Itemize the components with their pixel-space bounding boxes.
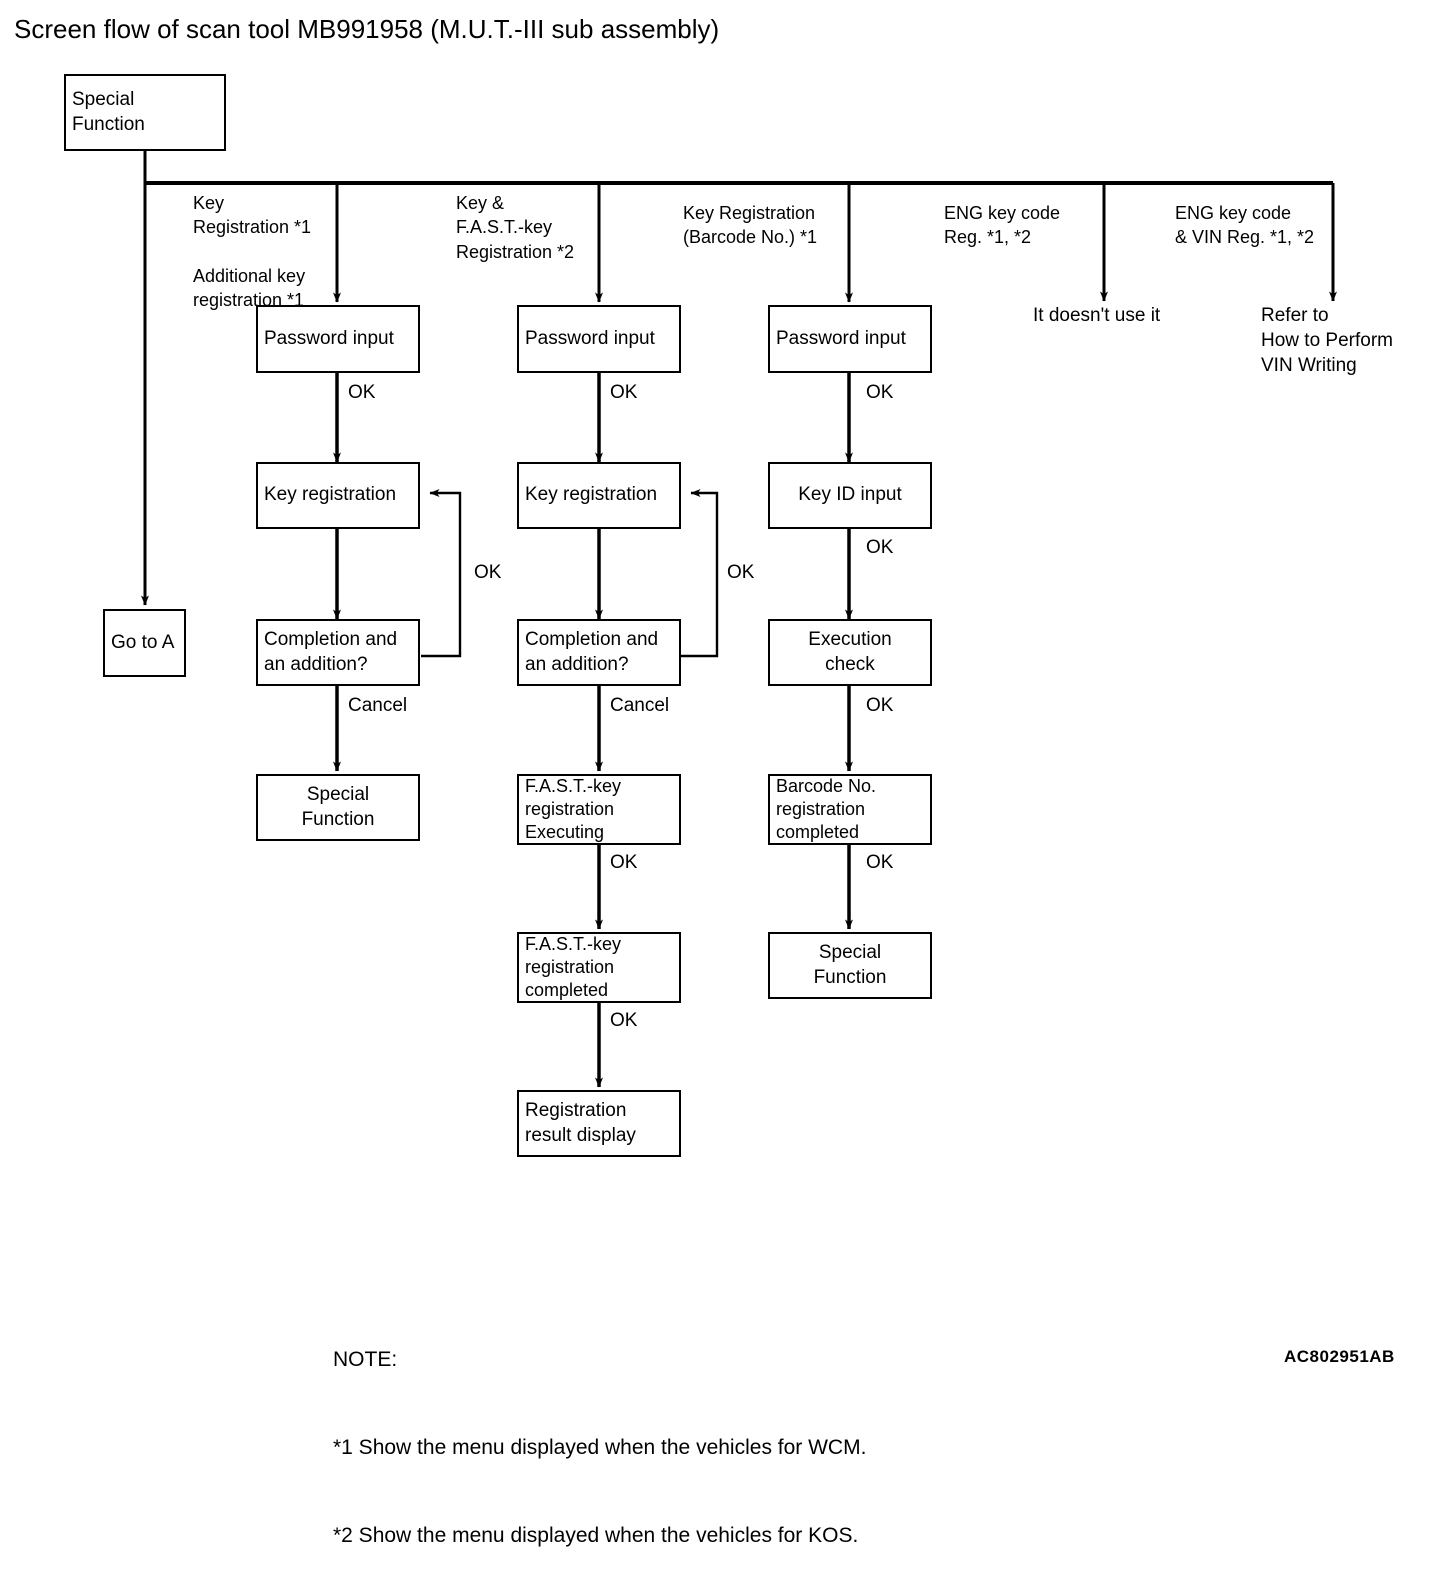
node-execution-check[interactable]: Execution check (768, 619, 932, 686)
drawing-code: AC802951AB (1284, 1347, 1395, 1366)
node-label: Key registration (264, 484, 397, 506)
node-label: F.A.S.T.-key registration completed (525, 933, 622, 1001)
node-label: Special Function (813, 942, 887, 988)
note-line-2: *2 Show the menu displayed when the vehi… (333, 1524, 859, 1548)
edge-label-cancel-2: Cancel (610, 695, 670, 716)
note-heading: NOTE: (333, 1347, 398, 1371)
node-password-input-2[interactable]: Password input (517, 305, 681, 373)
branch-label-key-registration: Key Registration *1 Additional key regis… (193, 193, 312, 311)
node-special-function-root[interactable]: Special Function (64, 74, 226, 151)
node-label: Special Function (72, 89, 145, 135)
note-block: NOTE: *1 Show the menu displayed when th… (333, 1286, 866, 1580)
node-label: Password input (776, 327, 906, 349)
edge-label-ok-1b: OK (474, 562, 502, 583)
node-label: Go to A (111, 631, 175, 653)
edge-label-ok-3c: OK (866, 695, 894, 716)
node-key-id-input[interactable]: Key ID input (768, 462, 932, 529)
node-go-to-a[interactable]: Go to A (103, 609, 186, 677)
node-label: Barcode No. registration completed (776, 775, 877, 843)
edge-label-ok-2c: OK (610, 852, 638, 873)
node-registration-result[interactable]: Registration result display (517, 1090, 681, 1157)
node-special-function-3[interactable]: Special Function (768, 932, 932, 999)
node-password-input-3[interactable]: Password input (768, 305, 932, 373)
node-label: Completion and an addition? (525, 629, 659, 675)
page-title: Screen flow of scan tool MB991958 (M.U.T… (14, 14, 720, 44)
edge-label-ok-3d: OK (866, 852, 894, 873)
node-label: Special Function (301, 784, 375, 830)
node-key-registration-2[interactable]: Key registration (517, 462, 681, 529)
node-completion-addition-2[interactable]: Completion and an addition? (517, 619, 681, 686)
edge-label-ok-2d: OK (610, 1010, 638, 1031)
node-password-input-1[interactable]: Password input (256, 305, 420, 373)
node-special-function-1[interactable]: Special Function (256, 774, 420, 841)
edge-label-ok-3a: OK (866, 382, 894, 403)
node-label: Completion and an addition? (264, 629, 398, 675)
branch-label-key-registration-barcode: Key Registration (Barcode No.) *1 (683, 203, 818, 248)
edge-label-ok-3b: OK (866, 537, 894, 558)
node-completion-addition-1[interactable]: Completion and an addition? (256, 619, 420, 686)
node-label: Key ID input (798, 484, 902, 506)
branch-label-eng-key-code-vin-reg: ENG key code & VIN Reg. *1, *2 (1175, 203, 1315, 248)
terminal-no-use: It doesn't use it (1033, 305, 1161, 326)
node-label: Execution check (808, 629, 892, 675)
node-label: F.A.S.T.-key registration Executing (525, 775, 622, 843)
note-line-1: *1 Show the menu displayed when the vehi… (333, 1435, 867, 1459)
node-label: Registration result display (525, 1100, 636, 1146)
edge-label-ok-2a: OK (610, 382, 638, 403)
node-key-registration-1[interactable]: Key registration (256, 462, 420, 529)
node-fast-key-executing[interactable]: F.A.S.T.-key registration Executing (517, 774, 681, 845)
branch-label-key-and-fast-key: Key & F.A.S.T.-key Registration *2 (456, 193, 575, 262)
edge-label-cancel-1: Cancel (348, 695, 408, 716)
edge-label-ok-1a: OK (348, 382, 376, 403)
terminal-refer-vin: Refer to How to Perform VIN Writing (1261, 305, 1393, 377)
node-fast-key-completed[interactable]: F.A.S.T.-key registration completed (517, 932, 681, 1003)
branch-label-eng-key-code-reg: ENG key code Reg. *1, *2 (944, 203, 1061, 248)
edge-label-ok-2b: OK (727, 562, 755, 583)
node-label: Password input (525, 327, 655, 349)
node-label: Password input (264, 327, 394, 349)
node-label: Key registration (525, 484, 658, 506)
node-barcode-completed[interactable]: Barcode No. registration completed (768, 774, 932, 845)
flowchart-connectors (141, 151, 1337, 1088)
